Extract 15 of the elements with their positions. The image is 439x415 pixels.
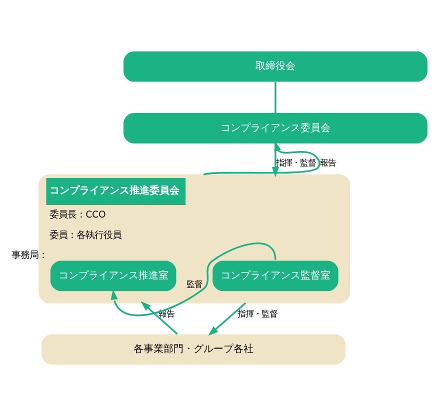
node-label: 事務局： <box>12 250 48 261</box>
edge-label: 監督 <box>186 278 202 288</box>
node-box: コンプライアンス監督室 <box>212 260 338 291</box>
node-box: コンプライアンス推進室 <box>50 260 176 291</box>
node-box: コンプライアンス委員会 <box>123 112 428 143</box>
edge-label: 指揮・監督 <box>237 308 278 318</box>
arrow <box>203 140 320 175</box>
connector <box>274 81 276 112</box>
arrow <box>208 302 246 336</box>
arrow <box>140 300 178 334</box>
edge-label: 報告 <box>320 156 336 167</box>
arrow <box>110 242 276 316</box>
node-box: 各事業部門・グループ各社 <box>42 334 346 364</box>
edge-label: 指揮・監督 <box>276 156 316 167</box>
node-box: 取締役会 <box>123 50 428 82</box>
